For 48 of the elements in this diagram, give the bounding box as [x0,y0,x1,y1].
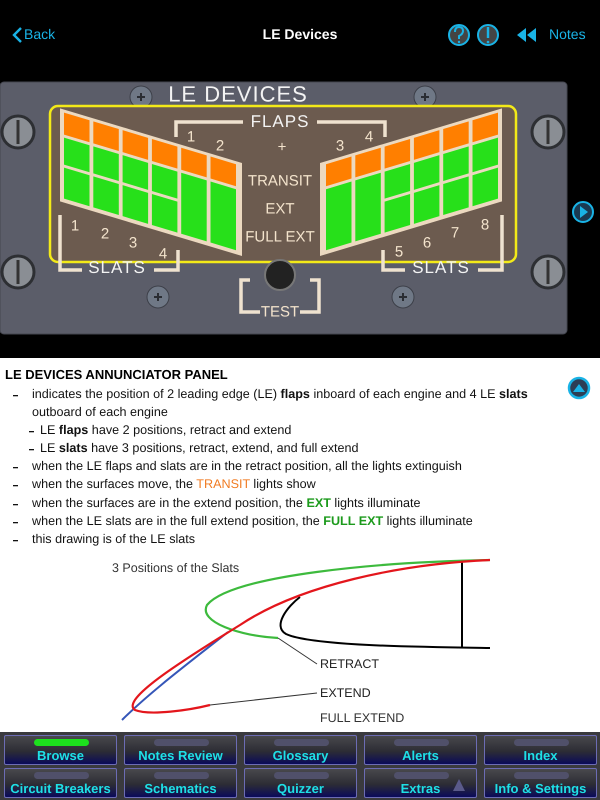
indicator-number: 4 [158,245,168,263]
callout-label: EXTEND [320,686,371,700]
bullet-text: when the surfaces are in the extend position, the EXT lights illuminate [32,495,422,512]
bullet-text: when the LE flaps and slats are in the retract position, all the lights extinguish [32,458,463,475]
indicator-number: 2 [100,225,110,243]
tab-button: Extras [364,768,477,798]
panel-legend: SLATS [412,258,470,278]
indicator-number: 2 [216,137,224,155]
indicator-number: 3 [128,234,138,252]
tab-button: Schematics [124,768,237,798]
callout-label: RETRACT [320,657,380,671]
tab-button: Circuit Breakers [4,768,117,798]
page-title: LE Devices [262,26,338,42]
tab-button: Notes Review [124,735,237,765]
indicator-number: 3 [336,137,344,155]
tab-button: Quizzer [244,768,357,798]
panel-legend: EXT [265,200,295,218]
bullet-text: when the LE slats are in the full extend position, the FULL EXT lights illuminate [32,513,474,530]
callout-label: FULL EXTEND [320,711,404,726]
leader-line [278,638,318,664]
bullet-text: this drawing is of the LE slats [32,531,196,548]
tab-button: Glossary [244,735,357,765]
indicator-number: 7 [450,224,460,242]
tab-button: Alerts [364,735,477,765]
panel-legend: TEST [260,303,300,321]
indicator-number: + [278,138,286,156]
bullet-text: LE slats have 3 positions, retract, extend, and full extend [40,440,360,457]
drawing-title: 3 Positions of the Slats [112,561,240,576]
bullet-text: when the surfaces move, the TRANSIT lights show [32,476,317,493]
tab-button: Index [484,735,597,765]
indicator-number: 5 [394,243,404,261]
panel-legend: TRANSIT [248,172,312,190]
indicator-number: 1 [186,128,196,146]
panel-legend: FULL EXT [245,228,315,246]
panel-title: LE DEVICES [168,81,308,107]
tab-button: Info & Settings [484,768,597,798]
panel-legend: FLAPS [250,112,310,132]
panel-legend: SLATS [88,258,146,278]
leader-line [210,692,318,706]
notes-link: Notes [549,26,586,42]
tab-button: Browse [4,735,117,765]
indicator-number: 8 [480,216,490,234]
indicator-number: 4 [364,128,374,146]
bullet-text: LE flaps have 2 positions, retract and extend [40,422,292,439]
indicator-number: 6 [422,234,432,252]
section-heading: LE DEVICES ANNUNCIATOR PANEL [5,368,228,383]
back-link: Back [24,26,56,42]
indicator-number: 1 [70,217,80,235]
